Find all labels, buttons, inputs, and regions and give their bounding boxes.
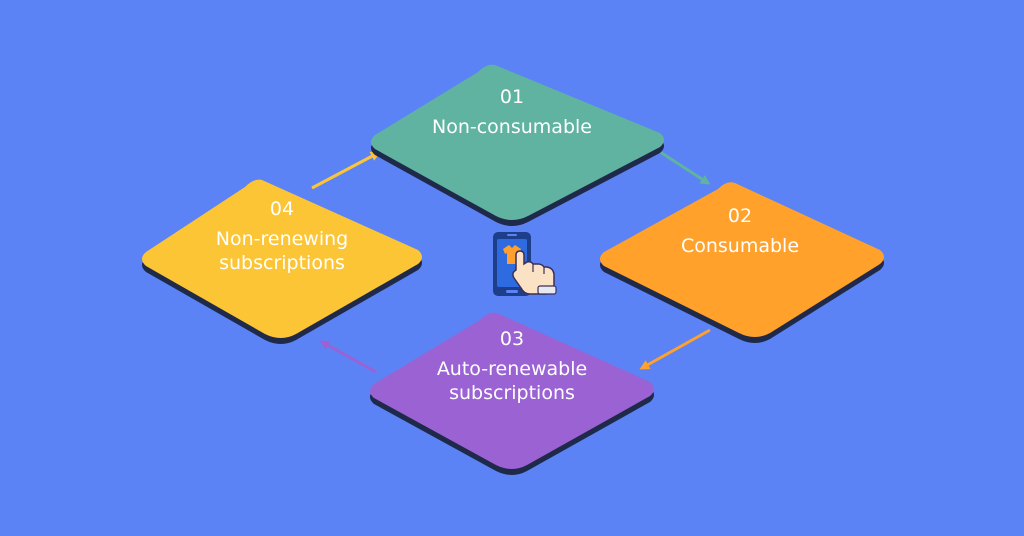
node-04-label-line2: subscriptions xyxy=(219,251,345,274)
node-02-number: 02 xyxy=(727,205,753,227)
node-03-text: 03 Auto-renewable subscriptions xyxy=(412,328,612,405)
arrow-04-to-01 xyxy=(311,151,381,190)
node-01-number: 01 xyxy=(499,86,525,108)
arrow-01-to-02 xyxy=(653,146,711,185)
node-03-label-line1: Auto-renewable xyxy=(436,357,588,380)
node-04-text: 04 Non-renewing subscriptions xyxy=(182,198,382,275)
phone-tap-shop-icon xyxy=(493,232,557,296)
node-01-text: 01 Non-consumable xyxy=(412,86,612,140)
node-01-diamond xyxy=(371,64,664,227)
node-03-number: 03 xyxy=(499,328,525,350)
node-04-diamond xyxy=(142,179,422,344)
node-03-diamond xyxy=(370,312,654,475)
arrow-03-to-04 xyxy=(319,340,377,374)
node-02-label: Consumable xyxy=(680,234,800,257)
node-04-number: 04 xyxy=(269,198,295,220)
node-01-label: Non-consumable xyxy=(432,115,592,138)
node-04-label-line1: Non-renewing xyxy=(215,227,349,250)
node-02-diamond xyxy=(600,182,884,343)
node-02-text: 02 Consumable xyxy=(640,205,840,259)
arrow-02-to-03 xyxy=(639,328,711,370)
node-03-label-line2: subscriptions xyxy=(449,381,575,404)
